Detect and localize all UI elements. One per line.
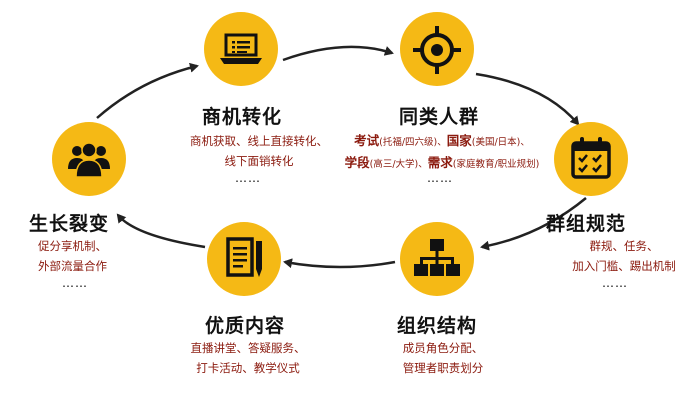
node-grow-title: 生长裂变 — [29, 213, 110, 235]
same-note-country: (美国/日本)、 — [471, 137, 530, 148]
node-same-desc-line2: 学段(高三/大学)、需求(家庭教育/职业规划) — [330, 153, 554, 175]
node-grow-circle — [52, 122, 126, 196]
node-group-desc-line2: 加入门槛、踢出机制 — [572, 259, 676, 273]
laptop-icon — [220, 33, 262, 64]
node-content-desc-line1: 直播讲堂、答疑服务、 — [190, 341, 306, 355]
node-content-desc-line2: 打卡活动、教学仪式 — [196, 361, 300, 375]
node-struct-title: 组织结构 — [397, 315, 478, 337]
same-key-exam: 考试 — [354, 133, 380, 148]
people-icon — [68, 142, 110, 178]
node-same-circle — [400, 12, 474, 86]
target-icon — [413, 26, 461, 74]
document-pen-icon — [226, 237, 262, 277]
arrow-struct-to-content — [283, 258, 396, 269]
node-same-desc: 考试(托福/四六级)、国家(美国/日本)、 学段(高三/大学)、需求(家庭教育/… — [330, 131, 554, 175]
calendar-icon — [571, 137, 611, 179]
same-note-exam: (托福/四六级)、 — [379, 137, 447, 148]
arrow-grow-to-biz — [96, 62, 199, 119]
node-same-dots: …… — [427, 171, 453, 185]
node-group-desc: 群规、任务、 加入门槛、踢出机制 — [560, 236, 688, 276]
node-same-desc-line1: 考试(托福/四六级)、国家(美国/日本)、 — [330, 131, 554, 153]
node-same-title: 同类人群 — [399, 106, 480, 128]
node-biz-title: 商机转化 — [202, 106, 283, 128]
node-biz-desc-line2: 线下面销转化 — [224, 154, 294, 168]
same-key-need: 需求 — [427, 155, 453, 170]
arrow-same-to-group — [475, 72, 580, 126]
same-key-stage: 学段 — [344, 155, 370, 170]
arrow-content-to-grow — [116, 213, 206, 249]
node-grow-desc: 促分享机制、 外部流量合作 — [38, 236, 122, 276]
node-biz-desc: 商机获取、线上直接转化、 线下面销转化 — [180, 131, 338, 171]
same-note-stage: (高三/大学)、 — [369, 159, 428, 170]
node-grow-dots: …… — [62, 276, 88, 290]
node-group-desc-line1: 群规、任务、 — [589, 239, 659, 253]
same-key-country: 国家 — [446, 133, 472, 148]
node-grow-desc-line1: 促分享机制、 — [38, 239, 107, 253]
node-grow-desc-line2: 外部流量合作 — [38, 259, 107, 273]
node-struct-desc: 成员角色分配、 管理者职责划分 — [370, 338, 516, 378]
node-content-title: 优质内容 — [205, 315, 286, 337]
node-biz-circle — [204, 12, 278, 86]
hierarchy-icon — [414, 239, 460, 276]
node-group-title: 群组规范 — [546, 213, 627, 235]
node-content-circle — [207, 222, 281, 296]
node-biz-desc-line1: 商机获取、线上直接转化、 — [190, 134, 328, 148]
node-struct-desc-line1: 成员角色分配、 — [402, 341, 484, 355]
node-group-circle — [554, 122, 628, 196]
node-struct-circle — [400, 222, 474, 296]
node-group-dots: …… — [602, 276, 628, 290]
arrow-biz-to-same — [282, 45, 394, 62]
node-struct-desc-line2: 管理者职责划分 — [402, 361, 484, 375]
same-note-need: (家庭教育/职业规划) — [452, 159, 540, 170]
arrow-group-to-struct — [480, 197, 587, 251]
node-content-desc: 直播讲堂、答疑服务、 打卡活动、教学仪式 — [174, 338, 322, 378]
node-biz-dots: …… — [235, 171, 261, 185]
